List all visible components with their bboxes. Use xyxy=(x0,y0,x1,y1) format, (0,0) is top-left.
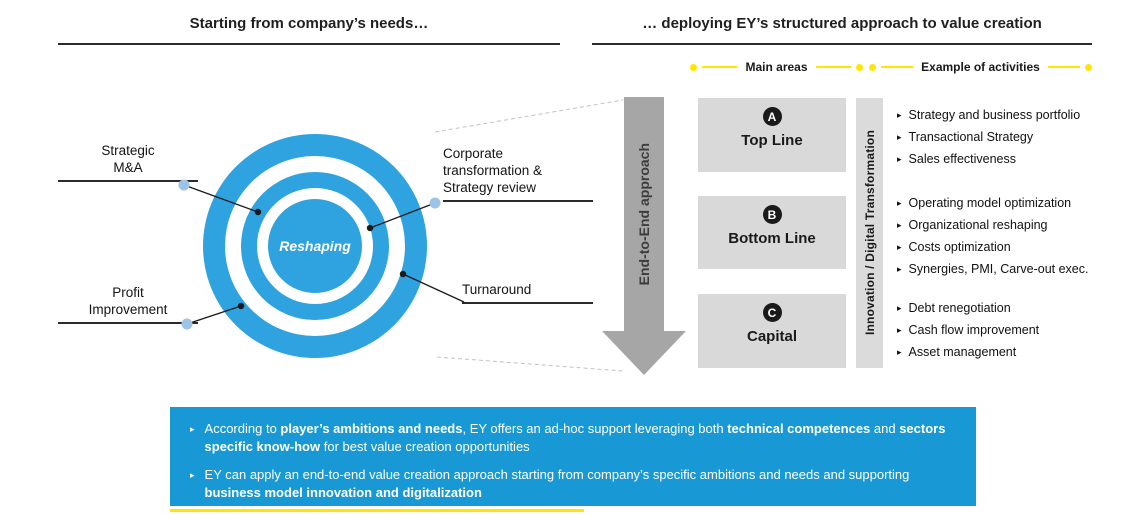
badge-c: C xyxy=(762,303,782,322)
bullet-icon: ▸ xyxy=(897,132,902,142)
label-text: Turnaround xyxy=(462,282,532,297)
bullet-icon: ▸ xyxy=(897,325,902,335)
bullet-icon: ▸ xyxy=(190,469,195,480)
activity-text: Organizational reshaping xyxy=(908,218,1048,232)
bullseye-diagram: Reshaping xyxy=(203,134,427,358)
activity-item: ▸ Synergies, PMI, Carve-out exec. xyxy=(897,261,1135,277)
badge-b: B xyxy=(762,205,782,224)
yellow-line xyxy=(702,66,738,68)
footer-callout: ▸ According to player’s ambitions and nee… xyxy=(170,407,976,506)
area-title: Bottom Line xyxy=(728,230,816,247)
bullet-icon: ▸ xyxy=(897,110,902,120)
yellow-line xyxy=(881,66,914,68)
footer-bullet-text: EY can apply an end-to-end value creatio… xyxy=(204,466,910,501)
bullet-icon: ▸ xyxy=(897,303,902,313)
main-areas-label: Main areas xyxy=(745,60,808,74)
activity-item: ▸ Costs optimization xyxy=(897,239,1135,255)
bullet-icon: ▸ xyxy=(897,264,902,274)
yellow-line xyxy=(1047,66,1080,68)
activity-item: ▸ Debt renegotiation xyxy=(897,300,1135,316)
arrow-label: End-to-End approach xyxy=(636,142,652,286)
end-to-end-arrow-head-icon xyxy=(602,331,686,375)
area-title: Capital xyxy=(746,328,797,345)
area-box-bottom-line: B Bottom Line xyxy=(698,196,846,269)
yellow-accent-bar xyxy=(170,509,584,512)
area-title: Top Line xyxy=(741,132,803,149)
activity-item: ▸ Organizational reshaping xyxy=(897,217,1135,233)
bullet-icon: ▸ xyxy=(897,347,902,357)
activities-capital: ▸ Debt renegotiation ▸ Cash flow improvemen… xyxy=(897,300,1135,366)
activity-text: Sales effectiveness xyxy=(908,152,1017,166)
activity-text: Transactional Strategy xyxy=(908,130,1034,144)
bullseye-outer-ring: Reshaping xyxy=(203,134,427,358)
bullseye-center-label: Reshaping xyxy=(268,199,362,293)
activity-text: Strategy and business portfolio xyxy=(908,108,1081,122)
activity-text: Costs optimization xyxy=(908,240,1011,254)
activity-text: Operating model optimization xyxy=(908,196,1072,210)
activity-item: ▸ Cash flow improvement xyxy=(897,322,1135,338)
yellow-line xyxy=(815,66,852,68)
bullet-icon: ▸ xyxy=(897,154,902,164)
yellow-dot-icon xyxy=(690,63,697,71)
activity-text: Debt renegotiation xyxy=(908,301,1011,315)
yellow-dot-icon xyxy=(869,63,876,71)
label-corporate-transformation: Corporate transformation & Strategy revi… xyxy=(443,145,593,202)
label-text: Corporate transformation & Strategy revi… xyxy=(443,146,543,195)
activity-text: Synergies, PMI, Carve-out exec. xyxy=(908,262,1089,276)
bullet-icon: ▸ xyxy=(897,198,902,208)
legend-example-activities: Example of activities xyxy=(869,59,1092,75)
left-section-title: Starting from company’s needs… xyxy=(58,15,560,45)
activities-top-line: ▸ Strategy and business portfolio ▸ Transac… xyxy=(897,107,1135,173)
activity-text: Cash flow improvement xyxy=(908,323,1040,337)
area-box-capital: C Capital xyxy=(698,294,846,368)
bullseye-ring: Reshaping xyxy=(241,172,389,320)
end-to-end-arrow: End-to-End approach xyxy=(624,97,664,331)
footer-bullet: ▸ EY can apply an end-to-end value creati… xyxy=(190,466,950,503)
label-text: Profit Improvement xyxy=(88,285,168,317)
yellow-dot-icon xyxy=(856,63,864,71)
example-activities-label: Example of activities xyxy=(921,60,1040,74)
activity-item: ▸ Sales effectiveness xyxy=(897,151,1135,167)
activity-text: Asset management xyxy=(908,345,1017,359)
yellow-dot-icon xyxy=(1085,63,1092,71)
label-profit-improvement: Profit Improvement xyxy=(58,284,198,324)
bullet-icon: ▸ xyxy=(190,424,195,434)
footer-bullet: ▸ According to player’s ambitions and nee… xyxy=(190,420,950,457)
bullseye-ring: Reshaping xyxy=(257,188,373,304)
activity-item: ▸ Asset management xyxy=(897,344,1135,360)
innovation-bar: Innovation / Digital Transformation xyxy=(856,98,883,368)
activity-item: ▸ Operating model optimization xyxy=(897,195,1135,211)
bullet-icon: ▸ xyxy=(897,220,902,230)
label-strategic-ma: Strategic M&A xyxy=(58,142,198,182)
area-box-top-line: A Top Line xyxy=(698,98,846,172)
bullet-icon: ▸ xyxy=(897,242,902,252)
legend-main-areas: Main areas xyxy=(690,59,864,75)
badge-a: A xyxy=(762,107,782,126)
footer-bullet-text: According to player’s ambitions and need… xyxy=(204,421,946,455)
innovation-bar-label: Innovation / Digital Transformation xyxy=(862,130,877,336)
activity-item: ▸ Strategy and business portfolio xyxy=(897,107,1135,123)
bullseye-ring: Reshaping xyxy=(225,156,405,336)
label-text: Strategic M&A xyxy=(101,143,155,175)
activity-item: ▸ Transactional Strategy xyxy=(897,129,1135,145)
right-section-title: … deploying EY’s structured approach to … xyxy=(592,15,1092,45)
activities-bottom-line: ▸ Operating model optimization ▸ Organizati… xyxy=(897,195,1135,283)
label-turnaround: Turnaround xyxy=(462,281,593,304)
